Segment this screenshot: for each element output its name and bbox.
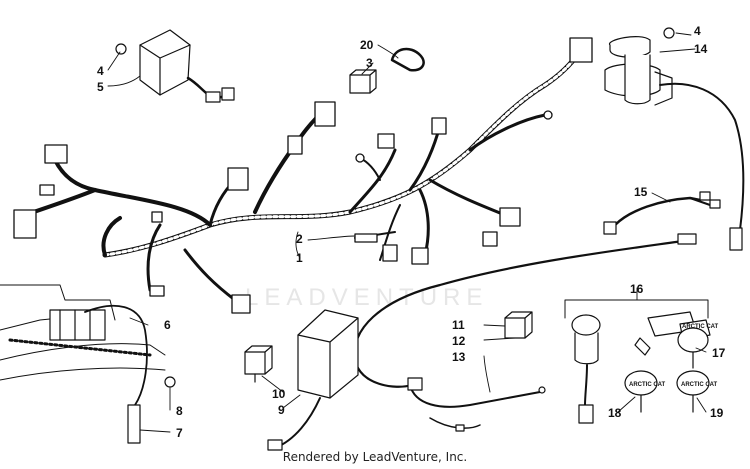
voltage-regulator — [115, 29, 235, 103]
callout-9: 9 — [278, 403, 285, 417]
callout-7: 7 — [176, 426, 183, 440]
callout-8: 8 — [176, 404, 183, 418]
callout-15: 15 — [634, 185, 648, 199]
nut-icon — [663, 27, 675, 39]
diode — [504, 311, 533, 339]
callout-18: 18 — [608, 406, 622, 420]
engine-section — [0, 284, 176, 444]
footer-credit: Rendered by LeadVenture, Inc. — [282, 450, 468, 464]
callout-2: 2 — [296, 232, 303, 246]
callout-19: 19 — [710, 406, 724, 420]
key-switch-set — [564, 299, 711, 424]
flasher-relay — [244, 345, 273, 383]
callout-10: 10 — [272, 387, 286, 401]
key-brand-label: ARCTIC CAT — [681, 382, 718, 388]
callout-11: 11 — [452, 318, 465, 332]
callout-5: 5 — [97, 80, 104, 94]
cdi-module — [267, 309, 359, 451]
ignition-switch — [604, 27, 745, 251]
key-brand-label: ARCTIC CAT — [682, 324, 719, 330]
callout-4: 4 — [694, 24, 701, 38]
callout-13: 13 — [452, 350, 466, 364]
callouts: 4 5 20 3 4 14 15 2 1 6 8 7 10 9 11 12 13… — [97, 24, 726, 440]
callout-1: 1 — [296, 251, 303, 265]
leader-lines — [107, 32, 707, 433]
callout-16: 16 — [630, 282, 644, 296]
watermark-text: LEADVENTURE — [245, 284, 488, 311]
ground-cable — [353, 233, 697, 432]
sub-harness — [603, 191, 721, 235]
callout-4: 4 — [97, 64, 104, 78]
bolt-icon — [164, 376, 176, 388]
nut-icon — [115, 43, 127, 55]
callout-14: 14 — [694, 42, 708, 56]
key-brand-labels: ARCTIC CAT ARCTIC CAT ARCTIC CAT — [629, 324, 719, 388]
harness-connectors — [13, 37, 593, 314]
callout-20: 20 — [360, 38, 374, 52]
cable-tie — [390, 47, 425, 72]
key-brand-label: ARCTIC CAT — [629, 382, 666, 388]
callout-17: 17 — [712, 346, 726, 360]
callout-6: 6 — [164, 318, 171, 332]
callout-12: 12 — [452, 334, 466, 348]
callout-3: 3 — [366, 56, 373, 70]
